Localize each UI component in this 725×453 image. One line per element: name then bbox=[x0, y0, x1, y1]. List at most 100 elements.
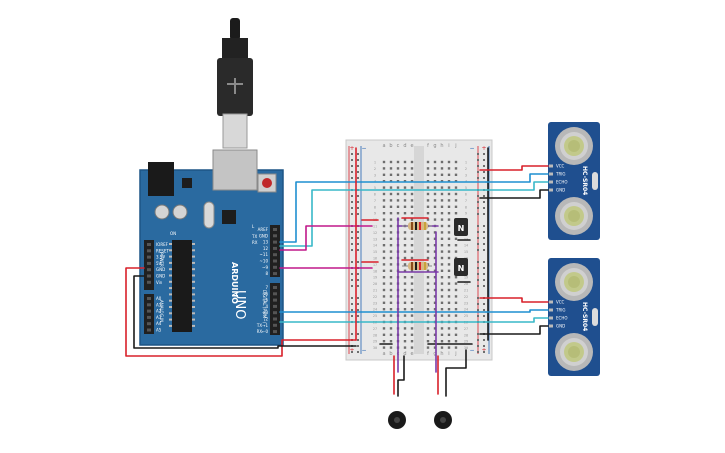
bb-col-label-a: a bbox=[382, 351, 385, 357]
bb-row-number: 6 bbox=[465, 193, 467, 197]
pin-label-dtop-3: 12 bbox=[263, 246, 269, 251]
bb-row-number: 25 bbox=[464, 314, 468, 318]
bb-col-label-b: b bbox=[389, 351, 392, 357]
ultrasonic-sensor-1: VCC TRIG ECHO GND HC-SR04 bbox=[548, 122, 600, 240]
pin-label-ana-5: A5 bbox=[156, 328, 162, 333]
rail-plus-label: + bbox=[349, 347, 354, 354]
bb-row-number: 16 bbox=[373, 257, 377, 261]
bb-row-number: 24 bbox=[464, 308, 468, 312]
wire-sensor1-echo bbox=[485, 181, 549, 191]
wire-pin13-blue bbox=[279, 181, 487, 243]
bb-row-number: 27 bbox=[373, 327, 377, 331]
bb-row-number: 11 bbox=[373, 225, 377, 229]
piezo-buzzer-1 bbox=[388, 411, 406, 429]
bb-col-label-c: c bbox=[397, 143, 400, 149]
wire-sensor1-trig bbox=[485, 173, 549, 183]
wire-5v-red bbox=[125, 267, 357, 357]
bb-col-label-j: j bbox=[454, 351, 456, 357]
bb-row-number: 8 bbox=[374, 205, 376, 209]
bb-row-number: 21 bbox=[464, 289, 468, 293]
pin-label-dtop-7: 8 bbox=[265, 271, 268, 276]
rail-plus-label: + bbox=[481, 145, 486, 152]
bb-row-number: 24 bbox=[373, 308, 377, 312]
resistor-2 bbox=[402, 262, 432, 270]
arduino-model-label: UNO bbox=[232, 290, 247, 319]
transistor-2: N bbox=[454, 258, 468, 276]
bb-row-number: 7 bbox=[465, 199, 467, 203]
bb-row-number: 28 bbox=[373, 333, 377, 337]
pin-label-ana-3: A3 bbox=[156, 315, 162, 320]
pin-label-pwr-1: RESET bbox=[156, 248, 169, 253]
pin-label-dbot-1: ~6 bbox=[262, 291, 268, 296]
bb-row-number: 22 bbox=[464, 295, 468, 299]
sensor-pin-label-trig: TRIG bbox=[555, 308, 566, 313]
bb-row-number: 22 bbox=[373, 295, 377, 299]
arduino-uno-board: ARDUINO UNO ON L TX RX POWER DIGITAL (PW… bbox=[139, 149, 284, 346]
bb-row-number: 9 bbox=[465, 212, 467, 216]
resistor-1 bbox=[402, 222, 432, 230]
power-jack bbox=[148, 162, 174, 196]
piezo-buzzer-2 bbox=[434, 411, 452, 429]
sensor-model-label: HC-SR04 bbox=[581, 166, 588, 195]
pin-label-dbot-5: 2 bbox=[265, 317, 268, 322]
l-led-label: L bbox=[252, 224, 255, 229]
bb-row-number: 23 bbox=[373, 301, 377, 305]
sensor-pin-label-echo: ECHO bbox=[556, 316, 567, 321]
pin-label-ana-4: A4 bbox=[156, 321, 162, 326]
transistor-1: N bbox=[454, 218, 468, 236]
bb-row-number: 19 bbox=[464, 276, 468, 280]
usb-cable bbox=[217, 18, 253, 149]
bb-row-number: 1 bbox=[465, 161, 467, 165]
bb-row-number: 20 bbox=[464, 282, 468, 286]
wires bbox=[125, 147, 549, 397]
pin-label-dtop-5: ~10 bbox=[260, 259, 269, 264]
pin-label-dtop-4: ~11 bbox=[260, 252, 269, 257]
sensor-model-label: HC-SR04 bbox=[581, 302, 588, 331]
wire-buzzer2-black bbox=[445, 349, 467, 397]
pin-label-dtop-1: GND bbox=[259, 233, 268, 238]
sensor-pin-label-vcc: VCC bbox=[556, 300, 565, 305]
bb-row-number: 9 bbox=[374, 212, 376, 216]
pin-label-dtop-0: AREF bbox=[258, 227, 269, 232]
wire-sensor2-vcc bbox=[479, 297, 549, 303]
digital-header-top bbox=[270, 225, 280, 277]
bb-row-number: 8 bbox=[465, 205, 467, 209]
sensor-pin-label-trig: TRIG bbox=[555, 172, 566, 177]
pin-label-pwr-3: 5V bbox=[156, 261, 162, 266]
bb-col-label-e: e bbox=[410, 351, 413, 357]
bb-col-label-g: g bbox=[433, 143, 436, 149]
bb-row-number: 6 bbox=[374, 193, 376, 197]
bb-row-number: 21 bbox=[373, 289, 377, 293]
wire-buzzer1-black bbox=[397, 355, 405, 397]
sensor-pin-label-gnd: GND bbox=[556, 188, 565, 193]
pin-label-ana-2: A2 bbox=[156, 309, 162, 314]
reset-button[interactable] bbox=[262, 178, 272, 188]
sensor-pin-label-vcc: VCC bbox=[556, 164, 565, 169]
pin-label-dbot-7: RX←0 bbox=[257, 329, 269, 334]
rail-minus-label: − bbox=[361, 145, 366, 152]
bb-col-label-a: a bbox=[382, 143, 385, 149]
pin-label-pwr-0: IOREF bbox=[156, 242, 169, 247]
wire-sensor1-vcc bbox=[479, 165, 549, 171]
bb-col-label-h: h bbox=[440, 351, 443, 357]
bb-col-label-i: i bbox=[448, 143, 449, 149]
transistor-1-label: N bbox=[458, 224, 465, 233]
power-header-label: POWER bbox=[159, 252, 164, 267]
bb-row-number: 25 bbox=[373, 314, 377, 318]
wire-sensor2-echo bbox=[485, 317, 549, 323]
bb-row-number: 20 bbox=[373, 282, 377, 286]
sensor-pin-label-echo: ECHO bbox=[556, 180, 567, 185]
bb-row-number: 13 bbox=[373, 237, 377, 241]
rx-label: RX bbox=[252, 240, 258, 245]
bb-col-label-d: d bbox=[403, 143, 406, 149]
wire-sensor2-trig bbox=[485, 309, 549, 313]
bb-col-label-g: g bbox=[433, 351, 436, 357]
bb-col-label-e: e bbox=[410, 143, 413, 149]
rail-minus-label: − bbox=[361, 347, 366, 354]
bb-row-number: 28 bbox=[464, 333, 468, 337]
rail-plus-label: + bbox=[349, 145, 354, 152]
bb-row-number: 27 bbox=[464, 327, 468, 331]
pin-label-ana-0: A0 bbox=[156, 296, 162, 301]
